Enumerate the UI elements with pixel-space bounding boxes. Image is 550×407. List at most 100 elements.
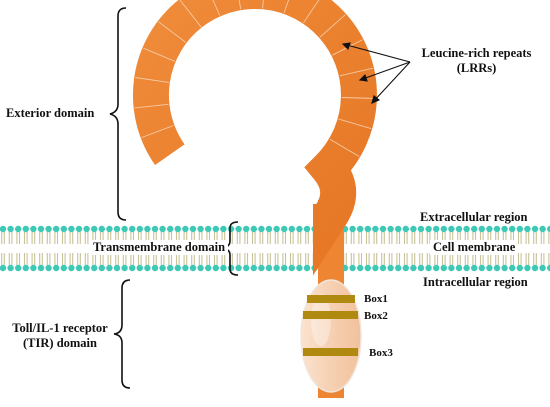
lipid-head bbox=[493, 225, 501, 233]
lipid-head bbox=[258, 264, 265, 272]
lipid-head bbox=[83, 264, 90, 272]
lipid-head bbox=[410, 264, 417, 272]
lipid-head bbox=[509, 225, 516, 233]
lrr-segment-divider bbox=[262, 0, 264, 9]
lipid-head bbox=[220, 225, 227, 233]
lipid-head bbox=[372, 264, 379, 272]
lipid-head bbox=[227, 225, 235, 233]
lipid-head bbox=[379, 264, 387, 272]
lipid-head bbox=[531, 264, 539, 272]
lrr-segment-divider bbox=[179, 0, 202, 28]
lipid-head bbox=[258, 225, 265, 233]
lipid-head bbox=[539, 225, 546, 233]
lipid-head bbox=[53, 225, 60, 233]
lipid-head bbox=[189, 225, 197, 233]
lipid-head bbox=[212, 225, 219, 233]
lipid-head bbox=[53, 264, 60, 272]
lipid-head bbox=[486, 225, 493, 233]
lipid-head bbox=[303, 225, 311, 233]
lipid-head bbox=[182, 264, 189, 272]
tir-domain-label: Toll/IL-1 receptor (TIR) domain bbox=[4, 321, 116, 351]
lipid-head bbox=[182, 225, 189, 233]
lipid-head bbox=[197, 225, 204, 233]
lipid-head bbox=[227, 264, 235, 272]
extracellular-region-label: Extracellular region bbox=[420, 210, 528, 224]
tir-label-line1: Toll/IL-1 receptor bbox=[12, 321, 108, 335]
lrr-segment-divider bbox=[338, 118, 372, 130]
lipid-head bbox=[37, 264, 45, 272]
box3-band bbox=[303, 348, 358, 356]
lipid-head bbox=[243, 264, 250, 272]
lipid-head bbox=[387, 225, 394, 233]
lipid-head bbox=[486, 264, 493, 272]
lrr-segment-divider bbox=[303, 0, 320, 24]
lrr-pointer-lines bbox=[341, 42, 411, 104]
lrr-segment-dividers bbox=[134, 0, 376, 157]
lipid-head bbox=[151, 264, 159, 272]
lipid-head bbox=[417, 264, 425, 272]
lrr-segment-divider bbox=[319, 14, 346, 38]
lipid-head bbox=[0, 225, 7, 233]
lipid-head bbox=[471, 264, 478, 272]
lipid-head bbox=[273, 225, 280, 233]
lipid-head bbox=[167, 264, 174, 272]
lrr-segment-divider bbox=[141, 125, 174, 138]
lipid-head bbox=[471, 225, 478, 233]
lipid-head bbox=[7, 264, 14, 272]
lipid-head bbox=[288, 264, 295, 272]
lipid-head bbox=[516, 225, 523, 233]
lipid-head bbox=[106, 225, 113, 233]
lipid-head bbox=[524, 264, 531, 272]
lipid-head bbox=[68, 225, 75, 233]
lipid-head bbox=[22, 264, 29, 272]
lipid-head bbox=[539, 264, 546, 272]
lipid-head bbox=[159, 264, 166, 272]
tir-domain-oval bbox=[300, 279, 362, 393]
lipid-head bbox=[265, 225, 273, 233]
lipid-head bbox=[129, 264, 136, 272]
lipid-head bbox=[159, 225, 166, 233]
lipid-head bbox=[0, 264, 7, 272]
lipid-head bbox=[349, 225, 356, 233]
lipid-head bbox=[136, 264, 143, 272]
lipid-head bbox=[402, 264, 409, 272]
lipid-head bbox=[531, 225, 539, 233]
exterior-domain-label: Exterior domain bbox=[6, 106, 95, 120]
lipid-head bbox=[501, 264, 508, 272]
lipid-head bbox=[197, 264, 204, 272]
lipid-head bbox=[205, 225, 212, 233]
lipid-head bbox=[174, 225, 181, 233]
lipid-head bbox=[357, 264, 364, 272]
lipid-head bbox=[220, 264, 227, 272]
lrr-label: Leucine-rich repeats (LRRs) bbox=[404, 46, 549, 76]
lipid-head bbox=[174, 264, 181, 272]
lipid-head bbox=[410, 225, 417, 233]
lipid-head bbox=[417, 225, 425, 233]
lipid-head bbox=[364, 264, 371, 272]
lipid-head bbox=[433, 264, 440, 272]
lipid-head bbox=[45, 225, 52, 233]
lipid-head bbox=[455, 225, 463, 233]
lipid-head bbox=[516, 264, 523, 272]
lipid-head bbox=[387, 264, 394, 272]
lipid-head bbox=[501, 225, 508, 233]
lipid-head bbox=[30, 225, 37, 233]
lipid-head bbox=[60, 264, 67, 272]
lipid-head bbox=[75, 225, 83, 233]
lrr-segment-divider bbox=[134, 103, 169, 109]
lipid-head bbox=[395, 225, 402, 233]
lipid-head bbox=[250, 225, 257, 233]
lipid-head bbox=[235, 264, 242, 272]
lipid-head bbox=[129, 225, 136, 233]
lipid-head bbox=[144, 264, 151, 272]
lipid-head bbox=[273, 264, 280, 272]
lipid-head bbox=[448, 225, 455, 233]
box2-label: Box2 bbox=[364, 310, 388, 322]
lipid-head bbox=[455, 264, 463, 272]
box2-band bbox=[303, 311, 358, 319]
lrr-segment-divider bbox=[158, 21, 186, 43]
lipid-head bbox=[493, 264, 501, 272]
lipid-head bbox=[7, 225, 14, 233]
lipid-head bbox=[433, 225, 440, 233]
